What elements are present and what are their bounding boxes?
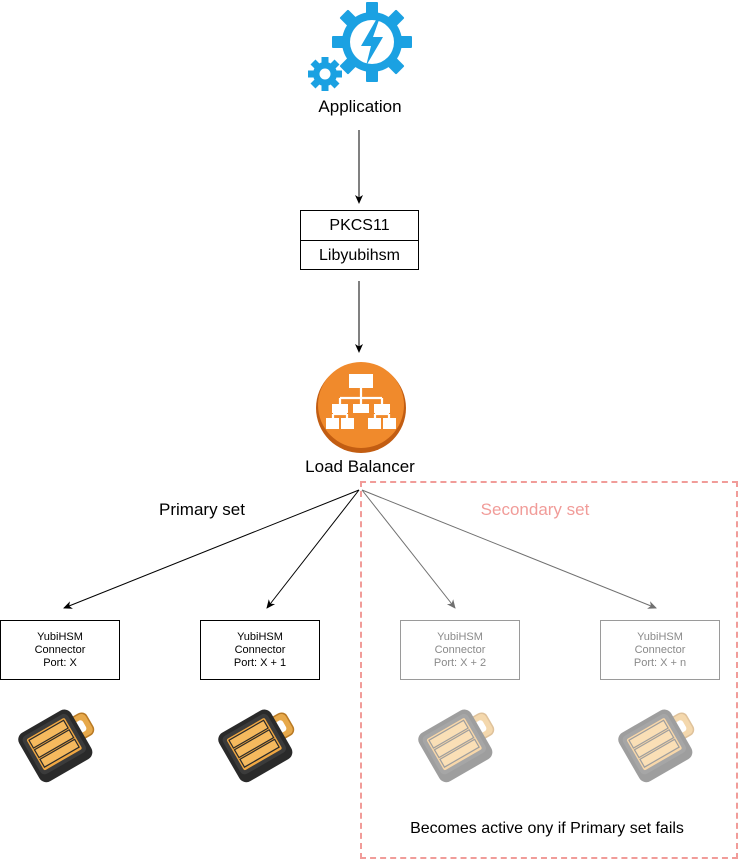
connector-box-4: YubiHSM Connector Port: X + n xyxy=(600,620,720,680)
hierarchy-icon xyxy=(316,362,406,453)
secondary-set-frame xyxy=(360,481,738,859)
primary-set-label: Primary set xyxy=(159,500,245,519)
connector-port: Port: X + 2 xyxy=(433,656,487,669)
connector-subtitle: Connector xyxy=(634,643,686,656)
edge-lb-to-connector-2 xyxy=(266,489,360,609)
connector-title: YubiHSM xyxy=(637,630,683,643)
edge-lb-to-connector-3 xyxy=(361,489,456,609)
connector-port: Port: X + 1 xyxy=(233,656,287,669)
secondary-set-note: Becomes active ony if Primary set fails xyxy=(410,820,684,837)
yubihsm-key-icon xyxy=(618,709,695,783)
connector-box-3: YubiHSM Connector Port: X + 2 xyxy=(400,620,520,680)
pkcs11-box: PKCS11 xyxy=(301,211,418,241)
connector-subtitle: Connector xyxy=(234,643,286,656)
edge-lb-to-connector-4 xyxy=(361,489,657,609)
connector-port: Port: X xyxy=(43,656,77,669)
edge-lb-to-connector-1 xyxy=(63,489,360,609)
connector-title: YubiHSM xyxy=(37,630,83,643)
yubihsm-key-icon xyxy=(418,709,495,783)
yubihsm-key-icon xyxy=(218,709,295,783)
connector-port: Port: X + n xyxy=(633,656,687,669)
connector-subtitle: Connector xyxy=(34,643,86,656)
yubihsm-key-icon xyxy=(18,709,95,783)
application-label: Application xyxy=(318,97,402,116)
library-stack: PKCS11 Libyubihsm xyxy=(300,210,419,270)
connector-subtitle: Connector xyxy=(434,643,486,656)
load-balancer-label: Load Balancer xyxy=(305,457,415,476)
gear-lightning-icon xyxy=(308,2,412,91)
connector-title: YubiHSM xyxy=(237,630,283,643)
connector-title: YubiHSM xyxy=(437,630,483,643)
connector-box-1: YubiHSM Connector Port: X xyxy=(0,620,120,680)
connector-box-2: YubiHSM Connector Port: X + 1 xyxy=(200,620,320,680)
libyubihsm-box: Libyubihsm xyxy=(319,247,400,264)
secondary-set-label: Secondary set xyxy=(480,500,590,519)
